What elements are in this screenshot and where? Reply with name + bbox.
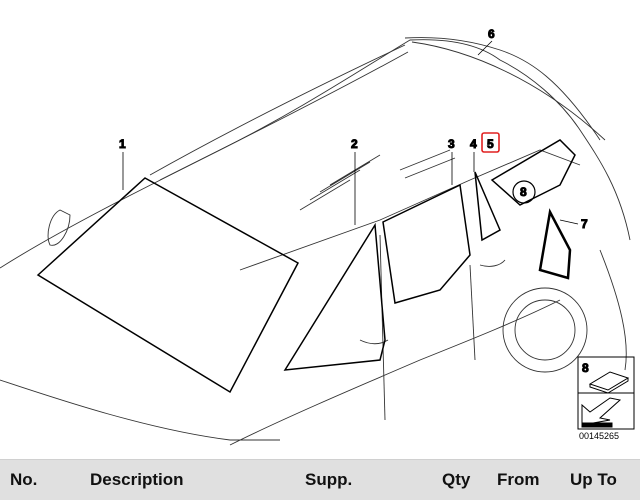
quarter-glass-small (474, 171, 501, 242)
legend-box: 8 (577, 356, 635, 430)
column-description: Description (90, 470, 184, 489)
rear-door-glass (382, 183, 471, 304)
column-supp: Supp. (305, 470, 353, 489)
callout-4[interactable]: 4 (470, 137, 478, 152)
leader-lines (122, 40, 579, 225)
column-up-to: Up To (570, 470, 617, 489)
front-door-glass (283, 222, 386, 371)
windscreen (36, 177, 300, 394)
callout-8-circle (512, 180, 536, 204)
parts-diagram: 1 2 3 4 5 6 7 8 8 (0, 27, 635, 446)
callout-2[interactable]: 2 (351, 137, 359, 152)
car-body-outline (0, 37, 631, 446)
image-code: 00145265 (579, 431, 620, 441)
callout-1[interactable]: 1 (119, 137, 127, 152)
callout-5-highlight (481, 132, 500, 153)
side-window (490, 139, 576, 206)
callout-8[interactable]: 8 (520, 185, 528, 200)
callout-6[interactable]: 6 (488, 27, 496, 42)
pad-icon (588, 371, 630, 394)
legend-number: 8 (582, 361, 589, 375)
arrow-icon (581, 397, 622, 426)
callout-3[interactable]: 3 (448, 137, 456, 152)
callout-7[interactable]: 7 (581, 217, 589, 232)
glass-parts (36, 139, 576, 394)
column-no: No. (10, 470, 38, 489)
callout-5[interactable]: 5 (487, 137, 495, 152)
column-qty: Qty (442, 470, 471, 489)
gasket (538, 208, 572, 280)
column-from: From (497, 470, 540, 489)
